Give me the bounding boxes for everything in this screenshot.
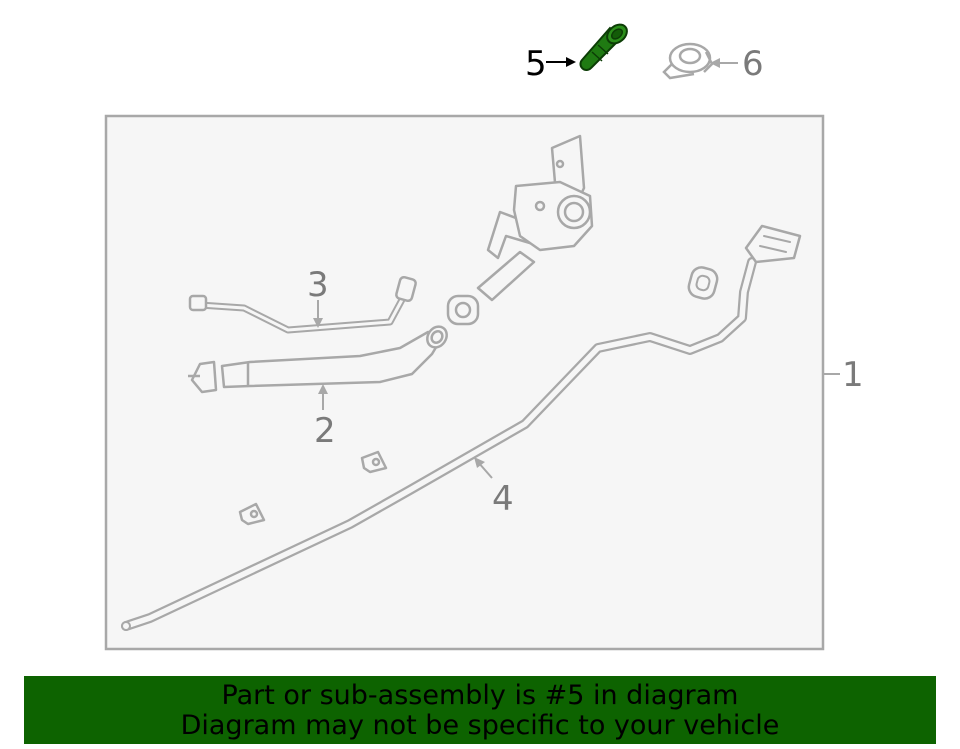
svg-text:3: 3 bbox=[307, 265, 329, 305]
hose-clamp bbox=[446, 294, 480, 326]
banner-line-1: Part or sub-assembly is #5 in diagram bbox=[221, 680, 739, 711]
part-5-bolt[interactable] bbox=[579, 21, 630, 71]
info-banner: Part or sub-assembly is #5 in diagram Di… bbox=[24, 676, 936, 744]
svg-text:1: 1 bbox=[842, 355, 864, 395]
callout-1: 1 bbox=[823, 355, 864, 395]
callout-4: 4 bbox=[474, 457, 514, 519]
part-2-hose[interactable] bbox=[188, 323, 451, 394]
svg-text:2: 2 bbox=[314, 411, 336, 451]
svg-text:6: 6 bbox=[742, 44, 764, 84]
filler-housing[interactable] bbox=[476, 134, 594, 302]
svg-text:4: 4 bbox=[492, 479, 514, 519]
callout-2: 2 bbox=[314, 384, 336, 451]
part-3-pipe[interactable] bbox=[188, 275, 417, 334]
mounting-bracket bbox=[238, 450, 388, 526]
callout-6: 6 bbox=[710, 44, 764, 84]
svg-text:5: 5 bbox=[525, 44, 547, 84]
part-4-tube[interactable] bbox=[121, 224, 802, 631]
callout-3: 3 bbox=[307, 265, 329, 328]
callout-5: 5 bbox=[525, 44, 576, 84]
banner-line-2: Diagram may not be specific to your vehi… bbox=[180, 710, 780, 741]
part-6-clip[interactable] bbox=[662, 42, 714, 80]
